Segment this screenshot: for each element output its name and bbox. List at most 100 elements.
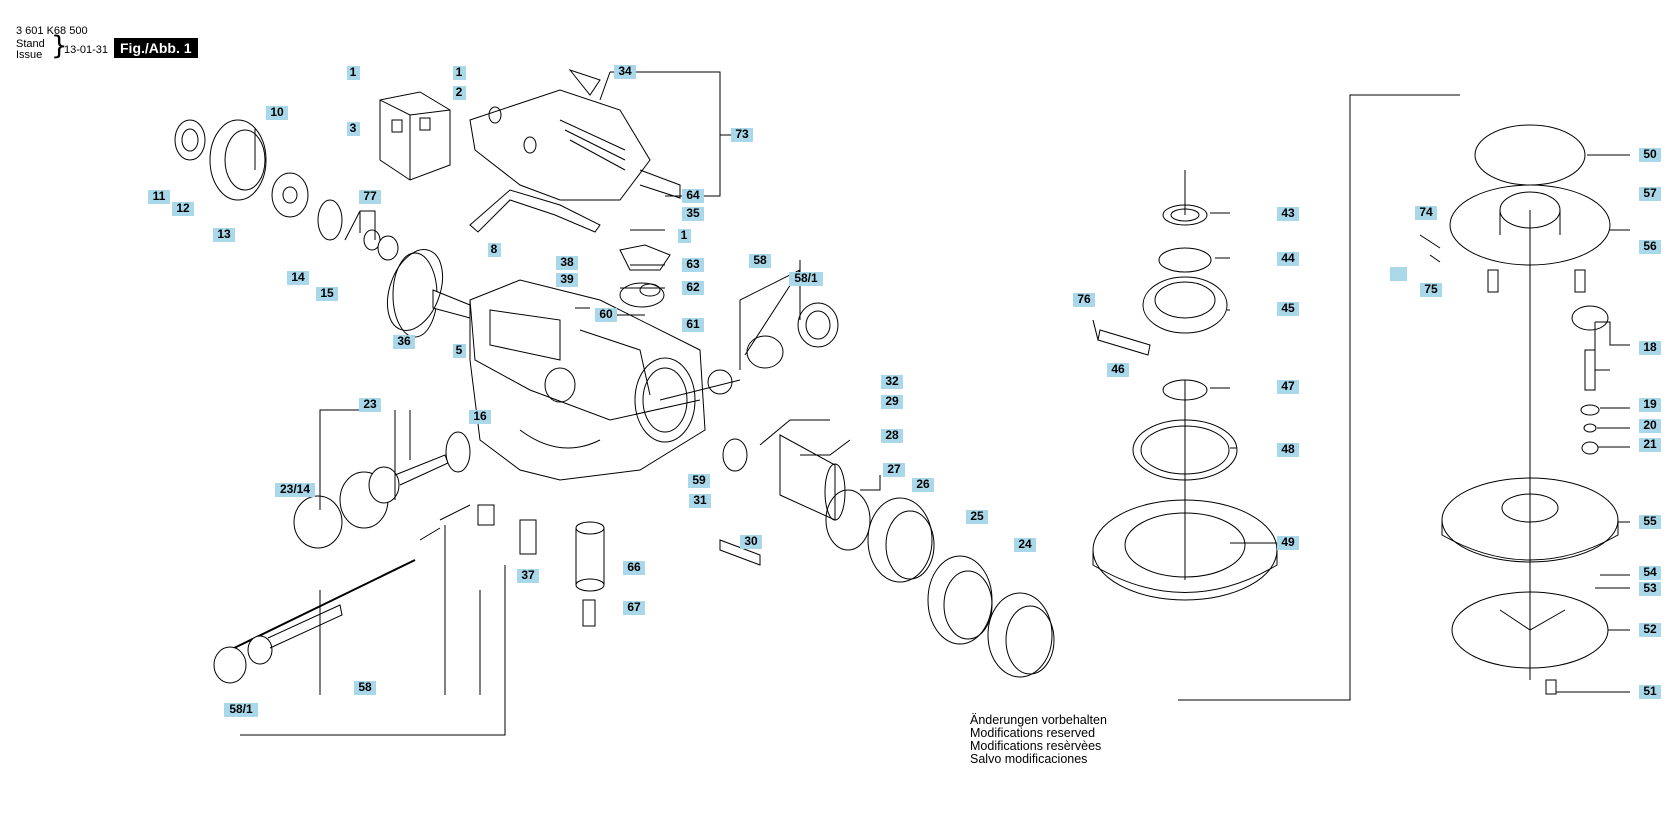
part-label-text: 8	[491, 242, 498, 256]
part-label-text: 37	[521, 568, 535, 582]
part-label-text: 16	[473, 409, 487, 423]
right-assembly-drawing	[1441, 124, 1619, 695]
part-label-45: 45	[1277, 301, 1299, 316]
part-label-text: 27	[887, 462, 901, 476]
part-label-25: 25	[966, 509, 988, 524]
part-label-37: 37	[517, 568, 539, 583]
notice-line-en: Modifications reserved	[970, 726, 1096, 740]
part-label-text: 58/1	[229, 702, 253, 716]
part-label-43: 43	[1277, 206, 1299, 221]
part-label-text: 1	[350, 65, 357, 79]
part-label-text: 18	[1643, 340, 1657, 354]
part-label-1c: 1	[678, 228, 691, 243]
connector-frame	[1178, 94, 1460, 701]
part-label-text: 44	[1281, 251, 1295, 265]
part-label-16: 16	[469, 409, 491, 424]
issue-label: Issue	[16, 49, 43, 61]
part-label-30: 30	[740, 534, 762, 549]
part-label-text: 31	[693, 493, 707, 507]
part-label-11: 11	[148, 189, 170, 204]
tube-drawing	[575, 521, 605, 627]
part-label-52: 52	[1639, 622, 1661, 637]
part-label-66: 66	[623, 560, 645, 575]
cap-parts-drawing	[619, 244, 671, 308]
part-label-77: 77	[359, 189, 381, 204]
part-label-58b: 58	[749, 253, 771, 268]
part-label-53: 53	[1639, 581, 1661, 596]
brace-glyph: }	[51, 31, 68, 61]
part-label-text: 67	[627, 600, 641, 614]
part-label-text: 59	[692, 473, 706, 487]
part-label-10: 10	[266, 105, 288, 120]
stand-label: Stand	[16, 38, 45, 50]
part-label-text: 49	[1281, 535, 1295, 549]
part-label-text: 61	[686, 317, 700, 331]
part-label-3: 3	[347, 121, 360, 136]
part-label-text: 30	[744, 534, 758, 548]
part-label-27: 27	[883, 462, 905, 477]
part-label-18: 18	[1639, 340, 1661, 355]
part-label-20: 20	[1639, 418, 1661, 433]
part-label-text: 2	[456, 85, 463, 99]
notice-line-de: Änderungen vorbehalten	[970, 713, 1107, 727]
part-label-51: 51	[1639, 684, 1661, 699]
part-label-64: 64	[682, 188, 704, 203]
part-label-text: 52	[1643, 622, 1657, 636]
part-label-36: 36	[393, 334, 415, 349]
part-label-text: 11	[153, 189, 166, 203]
part-label-15: 15	[316, 286, 338, 301]
part-label-46: 46	[1107, 362, 1129, 377]
part-label-39: 39	[556, 272, 578, 287]
part-label-24: 24	[1014, 537, 1036, 552]
part-label-13: 13	[213, 227, 235, 242]
part-label-text: 55	[1643, 514, 1657, 528]
part-label-text: 43	[1281, 206, 1295, 220]
part-label-19: 19	[1639, 397, 1661, 412]
o-ring-36-drawing	[386, 249, 444, 331]
part-label-76: 76	[1073, 292, 1095, 307]
part-label-text: 46	[1111, 362, 1125, 376]
part-label-text: 58	[358, 680, 372, 694]
top-cover-drawing	[469, 68, 681, 201]
part-label-text: 19	[1643, 397, 1657, 411]
leader-lines	[240, 71, 1630, 736]
part-label-text: 54	[1643, 565, 1657, 579]
part-label-text: 75	[1424, 282, 1438, 296]
part-label-text: 26	[916, 477, 930, 491]
part-label-5: 5	[453, 343, 466, 358]
blank-highlight-box	[1390, 267, 1407, 281]
part-label-text: 56	[1643, 239, 1657, 253]
part-label-text: 28	[885, 428, 899, 442]
part-label-44: 44	[1277, 251, 1299, 266]
part-label-14: 14	[287, 270, 309, 285]
cover-plate-drawing	[469, 189, 601, 233]
part-label-1a: 1	[347, 65, 360, 80]
part-label-26: 26	[912, 477, 934, 492]
part-label-23-14: 23/14	[275, 482, 315, 497]
part-label-text: 76	[1077, 292, 1091, 306]
part-label-text: 20	[1643, 418, 1657, 432]
part-label-text: 12	[176, 201, 190, 215]
part-label-58-1a: 58/1	[224, 702, 258, 717]
part-label-text: 21	[1643, 437, 1657, 451]
part-label-73: 73	[731, 127, 753, 142]
part-label-text: 34	[618, 64, 632, 78]
notice-line-fr: Modifications resèrvèes	[970, 739, 1102, 753]
part-label-67: 67	[623, 600, 645, 615]
part-label-text: 23	[363, 397, 377, 411]
part-label-text: 66	[627, 560, 641, 574]
part-label-21: 21	[1639, 437, 1661, 452]
part-label-28: 28	[881, 428, 903, 443]
part-label-56: 56	[1639, 239, 1661, 254]
part-label-text: 74	[1419, 205, 1433, 219]
part-label-55: 55	[1639, 514, 1661, 529]
part-label-text: 10	[270, 105, 284, 119]
part-label-text: 58/1	[794, 271, 818, 285]
part-label-text: 45	[1281, 301, 1295, 315]
modifications-notice: Änderungen vorbehalten Modifications res…	[970, 714, 1107, 766]
part-label-text: 1	[681, 228, 688, 242]
part-label-text: 50	[1643, 147, 1657, 161]
figure-title: Fig./Abb. 1	[114, 38, 198, 58]
part-label-34: 34	[614, 64, 636, 79]
